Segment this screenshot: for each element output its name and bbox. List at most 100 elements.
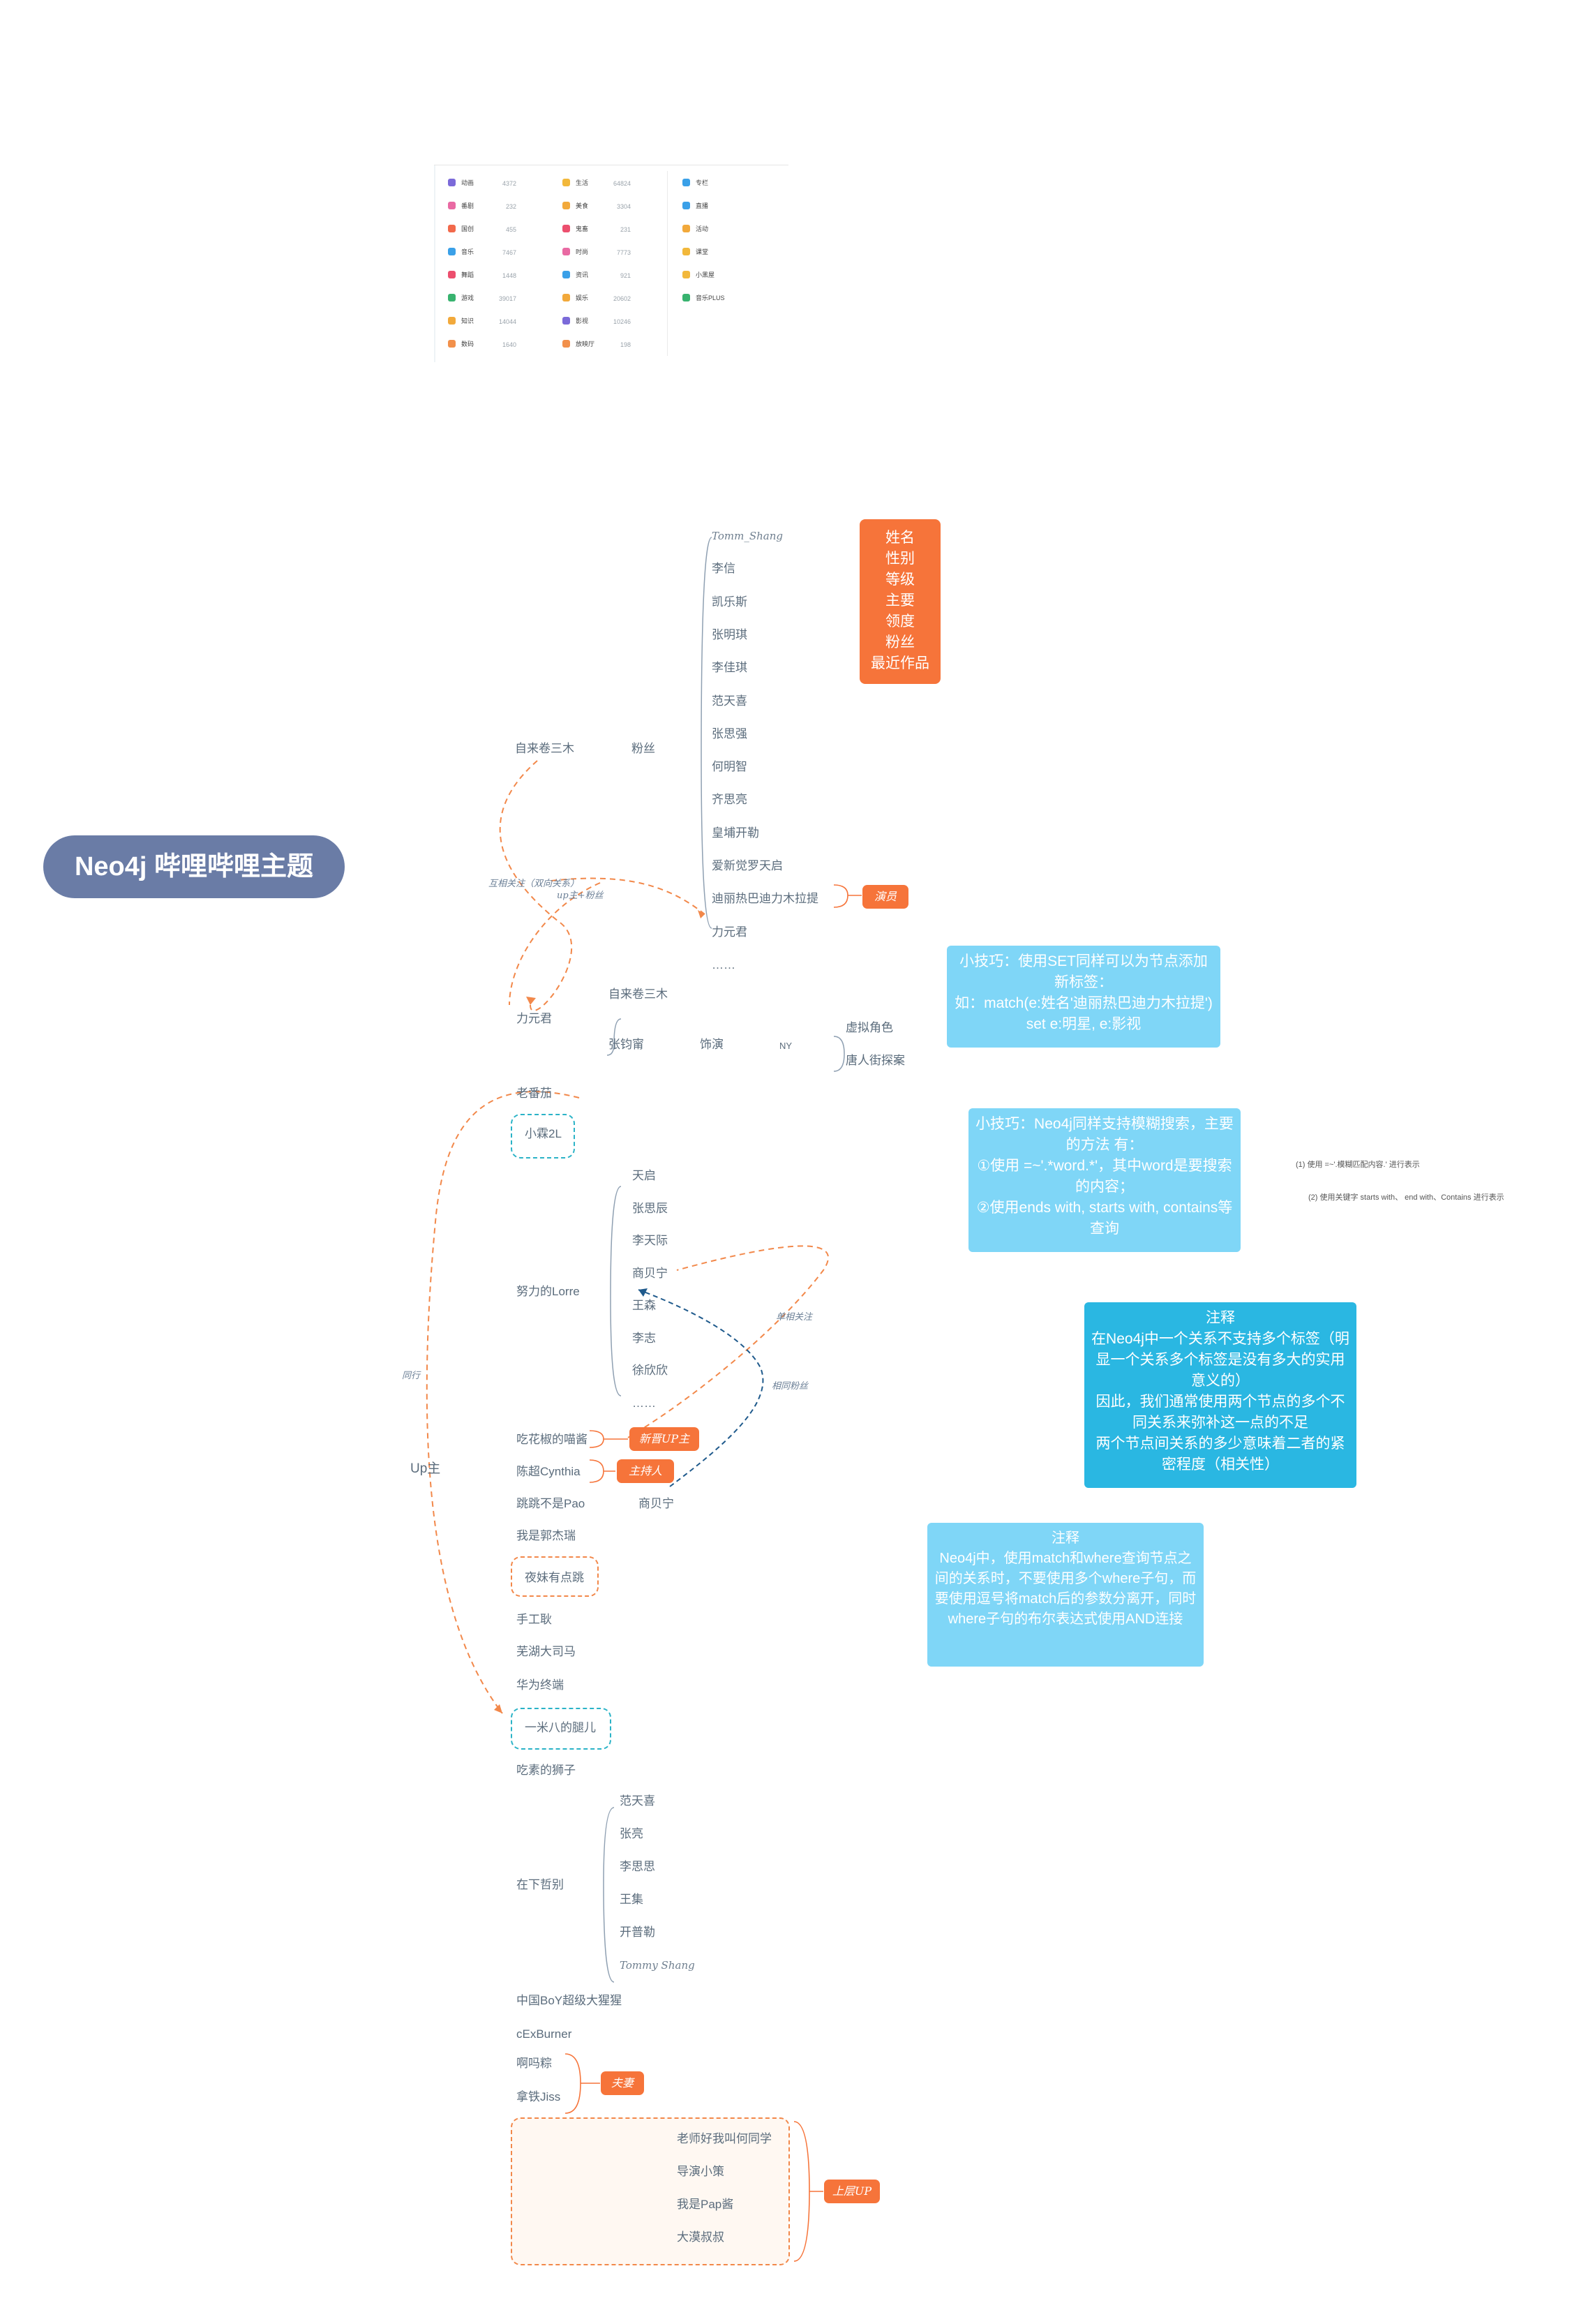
fan-node-9[interactable]: 皇埔开勒 bbox=[712, 826, 759, 840]
lorre-fan-2[interactable]: 李天际 bbox=[632, 1234, 668, 1247]
fan-node-4[interactable]: 李佳琪 bbox=[712, 661, 747, 675]
category-item-col2-3[interactable]: 时尚 bbox=[562, 247, 588, 261]
up-node-5[interactable]: 跳跳不是Pao bbox=[516, 1497, 585, 1510]
fan-node-3[interactable]: 张明琪 bbox=[712, 627, 747, 641]
node-ny[interactable]: NY bbox=[779, 1041, 793, 1051]
up-node-14[interactable]: 中国BoY超级大猩猩 bbox=[516, 1994, 622, 2007]
category-item-col1-7[interactable]: 数码 bbox=[448, 339, 474, 353]
category-name: 知识 bbox=[461, 318, 474, 325]
category-item-col1-3[interactable]: 音乐 bbox=[448, 247, 474, 261]
category-item-col1-5[interactable]: 游戏 bbox=[448, 293, 474, 307]
up-node-10[interactable]: 华为终端 bbox=[516, 1678, 564, 1692]
category-name: 生活 bbox=[576, 179, 589, 186]
category-item-col3-0[interactable]: 专栏 bbox=[682, 178, 708, 192]
category-item-col1-6[interactable]: 知识 bbox=[448, 316, 474, 330]
node-shangbeining-2[interactable]: 商贝宁 bbox=[638, 1497, 674, 1510]
category-item-col3-2[interactable]: 活动 bbox=[682, 224, 708, 238]
category-name: 音乐 bbox=[461, 248, 474, 255]
category-item-col2-1[interactable]: 美食 bbox=[562, 201, 588, 215]
fan-node-2[interactable]: 凯乐斯 bbox=[712, 595, 747, 609]
zhebie-fan-0[interactable]: 范天喜 bbox=[620, 1794, 655, 1808]
category-item-col3-3[interactable]: 课堂 bbox=[682, 247, 708, 261]
fan-node-8[interactable]: 齐思亮 bbox=[712, 793, 747, 807]
up-node-17[interactable]: 拿铁Jiss bbox=[516, 2090, 561, 2103]
up-node-15[interactable]: cExBurner bbox=[516, 2027, 572, 2041]
node-zilaijuan[interactable]: 自来卷三木 bbox=[515, 742, 574, 755]
zhebie-fan-2[interactable]: 李思思 bbox=[620, 1860, 655, 1873]
lorre-fan-7[interactable]: …… bbox=[632, 1396, 656, 1410]
up-node-1[interactable]: 小霖2L bbox=[525, 1127, 562, 1140]
fan-node-6[interactable]: 张思强 bbox=[712, 727, 747, 740]
category-item-col3-1[interactable]: 直播 bbox=[682, 201, 708, 215]
fan-node-11[interactable]: 迪丽热巴迪力木拉提 bbox=[712, 892, 818, 906]
up-node-11[interactable]: 一米八的腿儿 bbox=[525, 1721, 596, 1734]
category-item-col1-0[interactable]: 动画 bbox=[448, 178, 474, 192]
up-node-16[interactable]: 啊吗粽 bbox=[516, 2057, 552, 2070]
up-node-2[interactable]: 努力的Lorre bbox=[516, 1285, 580, 1298]
up-node-8[interactable]: 手工耿 bbox=[516, 1613, 552, 1626]
category-icon bbox=[682, 202, 690, 209]
category-item-col2-4[interactable]: 资讯 bbox=[562, 270, 588, 284]
zhebie-fan-4[interactable]: 开普勒 bbox=[620, 1926, 655, 1939]
category-item-col1-1[interactable]: 番剧 bbox=[448, 201, 474, 215]
fan-node-7[interactable]: 何明智 bbox=[712, 760, 747, 774]
lorre-fan-4[interactable]: 王森 bbox=[632, 1299, 656, 1312]
category-item-col1-2[interactable]: 国创 bbox=[448, 224, 474, 238]
highlight-box-yimiba bbox=[511, 1708, 611, 1750]
up-node-6[interactable]: 我是郭杰瑞 bbox=[516, 1529, 576, 1542]
fan-node-1[interactable]: 李信 bbox=[712, 562, 735, 576]
tag-top-up: 上层UP bbox=[824, 2180, 880, 2203]
lorre-fan-0[interactable]: 天启 bbox=[632, 1169, 656, 1182]
node-liyuanjun[interactable]: 力元君 bbox=[516, 1012, 552, 1025]
lorre-fan-6[interactable]: 徐欣欣 bbox=[632, 1364, 668, 1377]
root-node[interactable]: Neo4j 哔哩哔哩主题 bbox=[43, 835, 345, 898]
category-count: 20602 bbox=[613, 295, 631, 302]
category-count: 198 bbox=[620, 341, 631, 348]
zhu-member-1[interactable]: 导演小策 bbox=[677, 2165, 724, 2178]
category-item-col2-0[interactable]: 生活 bbox=[562, 178, 588, 192]
note-relation-body: 在Neo4j中一个关系不支持多个标签（明显一个关系多个标签是没有多大的实用意义的… bbox=[1091, 1331, 1349, 1473]
category-item-col2-5[interactable]: 娱乐 bbox=[562, 293, 588, 307]
category-count: 1640 bbox=[502, 341, 517, 348]
note-side-2: (2) 使用关键字 starts with、 end with、Contains… bbox=[1308, 1193, 1504, 1202]
category-item-col2-6[interactable]: 影视 bbox=[562, 316, 588, 330]
up-node-3[interactable]: 吃花椒的喵酱 bbox=[516, 1433, 588, 1446]
node-virtual-role[interactable]: 虚拟角色 bbox=[846, 1021, 893, 1034]
tag-couple: 夫妻 bbox=[601, 2071, 644, 2095]
fan-node-5[interactable]: 范天喜 bbox=[712, 694, 747, 708]
node-zhangjunning[interactable]: 张钧甯 bbox=[608, 1038, 644, 1051]
node-up-label[interactable]: Up主 bbox=[410, 1461, 441, 1476]
zhebie-fan-3[interactable]: 王集 bbox=[620, 1893, 643, 1906]
up-node-7[interactable]: 夜妹有点跳 bbox=[525, 1571, 584, 1584]
up-node-0[interactable]: 老番茄 bbox=[516, 1087, 552, 1100]
fan-node-0[interactable]: Tomm_Shang bbox=[712, 530, 783, 542]
zhebie-fan-5[interactable]: Tommy Shang bbox=[620, 1959, 695, 1972]
category-item-col1-4[interactable]: 舞蹈 bbox=[448, 270, 474, 284]
category-name: 影视 bbox=[576, 318, 589, 325]
zhu-member-0[interactable]: 老师好我叫何同学 bbox=[677, 2132, 772, 2145]
category-icon bbox=[562, 340, 570, 348]
category-item-col3-5[interactable]: 音乐PLUS bbox=[682, 293, 725, 307]
zhebie-fan-1[interactable]: 张亮 bbox=[620, 1827, 643, 1840]
up-node-13[interactable]: 在下哲别 bbox=[516, 1878, 564, 1891]
lorre-fan-1[interactable]: 张思辰 bbox=[632, 1201, 668, 1215]
node-zilaijuan-2[interactable]: 自来卷三木 bbox=[608, 988, 668, 1001]
fan-node-10[interactable]: 爱新觉罗天启 bbox=[712, 859, 783, 872]
category-name: 小黑屋 bbox=[696, 271, 715, 278]
category-item-col2-2[interactable]: 鬼畜 bbox=[562, 224, 588, 238]
lorre-fan-5[interactable]: 李志 bbox=[632, 1331, 656, 1345]
up-node-9[interactable]: 芜湖大司马 bbox=[516, 1645, 576, 1658]
zhu-member-3[interactable]: 大漠叔叔 bbox=[677, 2230, 724, 2244]
category-item-col3-4[interactable]: 小黑屋 bbox=[682, 270, 715, 284]
lorre-fan-3[interactable]: 商贝宁 bbox=[632, 1266, 668, 1280]
up-node-12[interactable]: 吃素的狮子 bbox=[516, 1764, 576, 1777]
fan-node-13[interactable]: …… bbox=[712, 958, 735, 971]
node-detective-chinatown[interactable]: 唐人街探案 bbox=[846, 1054, 905, 1067]
fan-node-12[interactable]: 力元君 bbox=[712, 925, 747, 939]
up-node-4[interactable]: 陈超Cynthia bbox=[516, 1465, 581, 1478]
panel-border bbox=[434, 165, 435, 362]
category-item-col2-7[interactable]: 放映厅 bbox=[562, 339, 594, 353]
zhu-member-2[interactable]: 我是Pap酱 bbox=[677, 2198, 734, 2211]
category-icon bbox=[562, 271, 570, 278]
